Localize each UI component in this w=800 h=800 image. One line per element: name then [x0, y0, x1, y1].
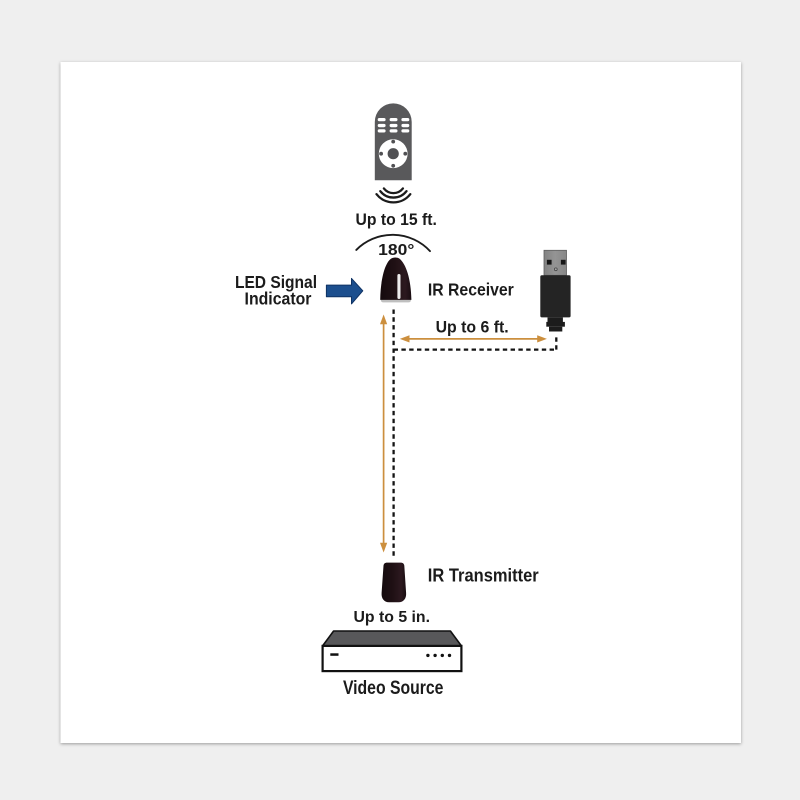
svg-text:IR Receiver: IR Receiver [428, 279, 514, 299]
svg-text:Up to 15 ft.: Up to 15 ft. [356, 211, 437, 229]
svg-text:Indicator: Indicator [245, 288, 312, 308]
svg-text:Video Source: Video Source [343, 678, 444, 699]
svg-text:IR Transmitter: IR Transmitter [428, 565, 539, 586]
svg-text:180°: 180° [378, 242, 414, 259]
svg-text:Up to 5 in.: Up to 5 in. [354, 609, 431, 626]
svg-text:Up to 6 ft.: Up to 6 ft. [436, 318, 509, 336]
svg-text:LED Signal: LED Signal [235, 272, 317, 292]
